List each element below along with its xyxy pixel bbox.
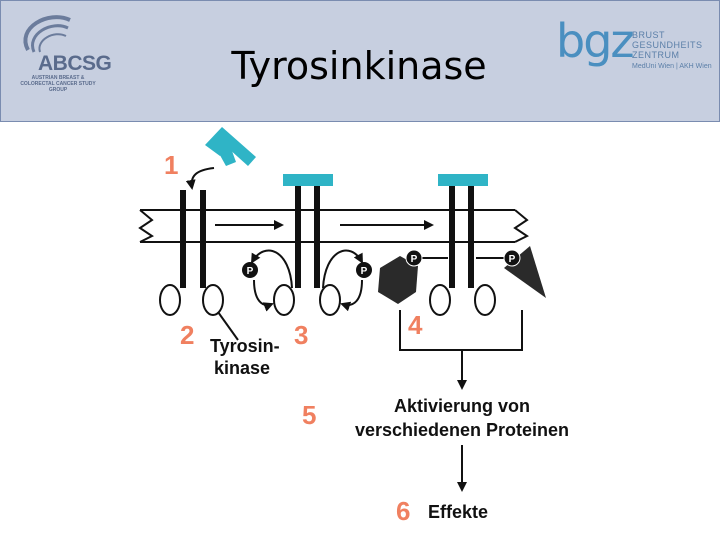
step-number-1: 1 xyxy=(164,150,178,180)
bgz-logo-lines: BRUST GESUNDHEITS ZENTRUM xyxy=(632,30,703,60)
ligand-free xyxy=(205,127,256,166)
ligand-binding-arrow xyxy=(185,167,215,190)
tyrosinkinase-label-line-2: kinase xyxy=(214,358,270,378)
abcsg-logo-text: ABCSG xyxy=(38,52,112,75)
tyrosinkinase-label-line-1: Tyrosin- xyxy=(210,336,280,356)
receptor-active: P P xyxy=(378,174,546,316)
step-number-3: 3 xyxy=(294,320,308,350)
substrate-protein-triangle xyxy=(504,246,546,298)
step-number-5: 5 xyxy=(302,400,316,430)
step-number-2: 2 xyxy=(180,320,194,350)
step-number-6: 6 xyxy=(396,496,410,526)
bgz-line-3: ZENTRUM xyxy=(632,50,680,60)
bgz-logo-subtitle: MedUni Wien | AKH Wien xyxy=(632,63,712,70)
receptor-dimer: P P xyxy=(242,174,372,316)
slide-header xyxy=(0,0,720,122)
signal-flow-arrows xyxy=(399,310,523,492)
phospho-label: P xyxy=(361,266,368,277)
bgz-line-1: BRUST xyxy=(632,30,666,40)
step-number-4: 4 xyxy=(408,310,423,340)
activation-label-line-2: verschiedenen Proteinen xyxy=(355,420,569,440)
activation-label-line-1: Aktivierung von xyxy=(394,396,530,416)
phospho-label: P xyxy=(411,254,418,265)
receptor-monomer xyxy=(159,190,239,341)
abcsg-logo-subtitle: AUSTRIAN BREAST & COLORECTAL CANCER STUD… xyxy=(20,75,96,93)
phospho-label: P xyxy=(509,254,516,265)
substrate-protein-hexagon xyxy=(378,256,418,304)
abcsg-swirl-icon xyxy=(23,15,71,53)
slide-title: Tyrosinkinase xyxy=(231,44,487,88)
bgz-line-2: GESUNDHEITS xyxy=(632,40,703,50)
abcsg-logo: ABCSG AUSTRIAN BREAST & COLORECTAL CANCE… xyxy=(8,6,112,93)
effects-label: Effekte xyxy=(428,502,488,522)
phospho-label: P xyxy=(247,266,254,277)
step-numbers: 1 2 3 4 5 6 xyxy=(164,150,423,526)
bgz-logo-text: bgz xyxy=(556,14,635,68)
